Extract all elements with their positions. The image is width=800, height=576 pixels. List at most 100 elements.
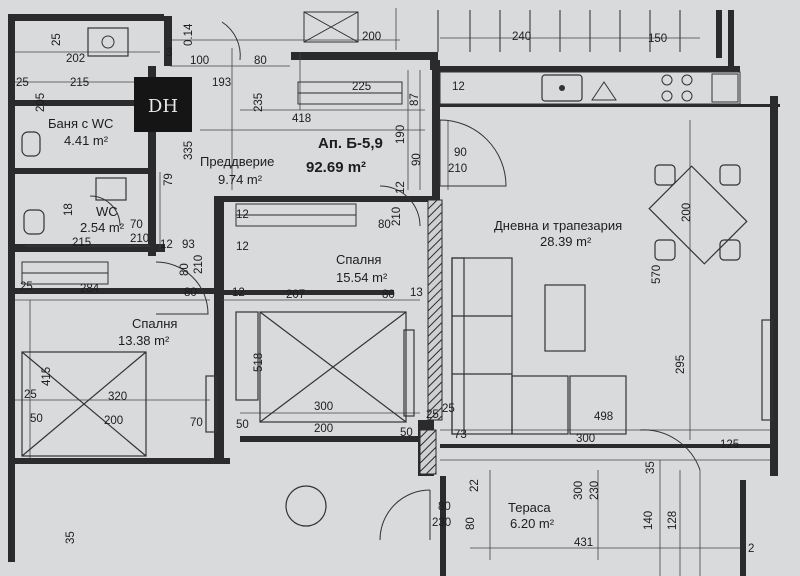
dim-label: 12 [160,239,173,251]
dim-label: 230 [589,481,601,500]
dim-label: 12 [395,181,407,194]
dim-label: 200 [681,203,693,222]
dim-label: 70 [130,219,143,231]
dim-label: 300 [573,481,585,500]
room-name-bedroom-mid: Спалня [336,252,381,267]
dimension-labels: 25 202 3 0.14 200 240 150 100 80 193 25 … [16,23,754,555]
dim-label: 210 [130,233,149,245]
dim-label: 13 [410,287,423,299]
dim-label: 215 [72,237,91,249]
dim-label: 25 [20,281,33,293]
dim-label: 18 [63,203,75,216]
dim-label: 190 [395,125,407,144]
dim-label: 12 [236,209,249,221]
dim-label: 295 [675,355,687,374]
dim-label: 300 [576,433,595,445]
dim-label: 79 [163,173,175,186]
room-area-living: 28.39 m² [540,234,592,249]
dim-label: 202 [66,53,85,65]
dim-label: 518 [253,353,265,372]
dim-label: 498 [594,411,613,423]
dim-label: 2 [748,543,754,555]
dim-label: 140 [643,511,655,530]
dim-label: 80 [465,517,477,530]
apartment-title: Ап. Б-5,9 [318,135,383,152]
dim-label: 230 [432,517,451,529]
dim-label: 3 [166,47,172,59]
dim-label: 50 [30,413,43,425]
dim-label: 320 [108,391,127,403]
dim-label: 22 [469,479,481,492]
walls [8,10,780,576]
dim-label: 431 [574,537,593,549]
room-name-terrace: Тераса [508,500,551,515]
dim-label: 205 [35,93,47,112]
beds [21,311,415,527]
dimension-lines [15,8,770,576]
doors [89,21,701,541]
room-name-bedroom-left: Спалня [132,316,177,331]
dim-label: 125 [720,439,739,451]
dim-label: 73 [454,429,467,441]
dim-label: 128 [667,511,679,530]
dim-label: 35 [65,531,77,544]
dim-label: 12 [232,287,245,299]
dim-label: 80 [378,219,391,231]
dim-label: 87 [409,93,421,106]
stairs [303,10,681,52]
room-name-wc: WC [96,204,118,219]
apartment-total-area: 92.69 m² [306,159,366,176]
dim-label: 12 [236,241,249,253]
dim-label: 70 [190,417,203,429]
dim-label: 50 [400,427,413,439]
dim-label: 225 [352,81,371,93]
dim-label: 50 [236,419,249,431]
room-area-bath: 4.41 m² [64,133,109,148]
room-name-bath: Баня с WC [48,116,113,131]
dim-label: 25 [426,409,439,421]
dim-label: 284 [80,283,100,295]
dim-label: 210 [391,207,403,226]
dim-label: 418 [292,113,311,125]
room-area-bedroom-mid: 15.54 m² [336,270,388,285]
dim-label: 215 [70,77,89,89]
dim-label: 200 [362,31,381,43]
room-area-hall: 9.74 m² [218,172,263,187]
dim-label: 200 [314,423,333,435]
dim-label: 240 [512,31,531,43]
dim-label: 300 [314,401,333,413]
dim-label: 210 [193,255,205,274]
dim-label: 207 [286,289,305,301]
dim-label: 150 [648,33,667,45]
dim-label: 235 [253,93,265,112]
room-area-wc: 2.54 m² [80,220,125,235]
dim-label: 193 [212,77,231,89]
dim-label: 80 [254,55,267,67]
dim-label: 570 [651,265,663,284]
dim-label: 35 [645,461,657,474]
dim-label: 100 [190,55,209,67]
logo-text: DH [148,96,178,117]
dim-label: 200 [104,415,123,427]
room-area-bedroom-left: 13.38 m² [118,333,170,348]
bathroom-fixtures [21,27,129,235]
wardrobes [21,81,403,285]
dim-label: 80 [382,289,395,301]
dim-label: 80 [438,501,451,513]
dim-label: 25 [51,33,63,46]
living-furniture [451,164,773,435]
dim-label: 335 [183,141,195,160]
dim-label: 25 [24,389,37,401]
dim-label: 80 [184,287,197,299]
dim-label: 25 [16,77,29,89]
dim-label: 90 [454,147,467,159]
dim-label: 415 [41,367,53,386]
dim-label: 12 [452,81,465,93]
room-name-hall: Преддверие [200,154,274,169]
company-logo: DH [134,77,192,132]
dim-label: 210 [448,163,467,175]
dim-label: 93 [182,239,195,251]
dim-label: 0.14 [183,23,195,46]
room-name-living: Дневна и трапезария [494,218,622,233]
